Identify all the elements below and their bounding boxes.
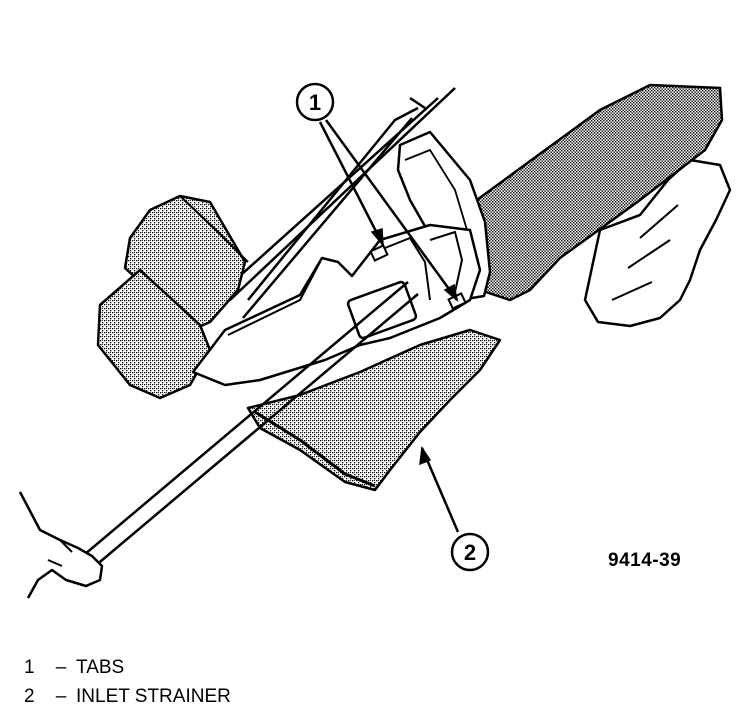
- callout-1: 1: [295, 82, 459, 302]
- screwdriver: [77, 281, 419, 573]
- legend-number: 1: [24, 657, 35, 678]
- legend-label: TABS: [76, 657, 125, 678]
- callout-2: 2: [419, 445, 490, 572]
- legend-separator: –: [55, 657, 67, 678]
- callout-2-arrowhead: [419, 445, 432, 466]
- callout-2-label: 2: [464, 540, 476, 565]
- left-hand: [18, 491, 104, 599]
- callout-1-arrowhead-b: [443, 283, 459, 302]
- fuel-level-float: [96, 194, 249, 400]
- figure-number: 9414-39: [608, 550, 682, 571]
- legend-item-tabs: 1–TABS: [24, 653, 231, 682]
- callout-1-arrowhead-a: [370, 228, 384, 248]
- strainer-tabs: [369, 244, 467, 310]
- legend: 1–TABS 2–INLET STRAINER: [24, 653, 231, 711]
- pump-reservoir: [191, 223, 482, 387]
- callout-1-label: 1: [309, 90, 321, 115]
- guide-rails: [221, 87, 456, 319]
- legend-number: 2: [24, 686, 35, 707]
- legend-separator: –: [55, 686, 67, 707]
- callout-2-leader: [420, 447, 460, 533]
- legend-label: INLET STRAINER: [76, 686, 231, 707]
- inlet-strainer: [246, 328, 502, 492]
- callout-1-leader: [318, 119, 459, 301]
- legend-item-inlet-strainer: 2–INLET STRAINER: [24, 682, 231, 711]
